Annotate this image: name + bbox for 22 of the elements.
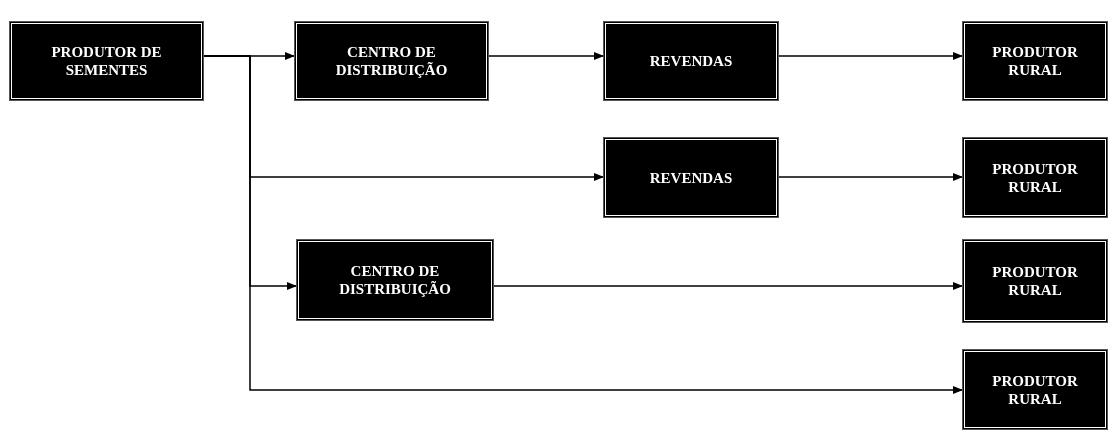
process-box <box>10 22 203 100</box>
box-label: PRODUTOR RURAL <box>991 263 1079 299</box>
box-label: REVENDAS <box>649 168 733 187</box>
box-label: PRODUTOR RURAL <box>991 159 1079 196</box>
process-box <box>604 138 778 217</box>
box-label: PRODUTOR DE SEMENTES <box>50 43 163 79</box>
process-box <box>604 22 778 100</box>
box-label: CENTRO DE DISTRIBUIÇÃO <box>338 262 452 298</box>
process-box <box>963 240 1107 322</box>
process-box <box>297 240 493 320</box>
process-box <box>963 22 1107 100</box>
arrow <box>492 282 964 290</box>
arrow <box>777 173 964 181</box>
box-label: CENTRO DE DISTRIBUIÇÃO <box>334 43 449 79</box>
process-box <box>295 22 488 100</box>
process-box <box>963 350 1107 429</box>
box-label: PRODUTOR RURAL <box>991 43 1079 79</box>
arrow <box>777 52 964 60</box>
process-box <box>963 138 1107 217</box>
arrow <box>487 52 605 60</box>
box-label: PRODUTOR RURAL <box>991 371 1079 408</box>
box-label: REVENDAS <box>649 52 733 70</box>
